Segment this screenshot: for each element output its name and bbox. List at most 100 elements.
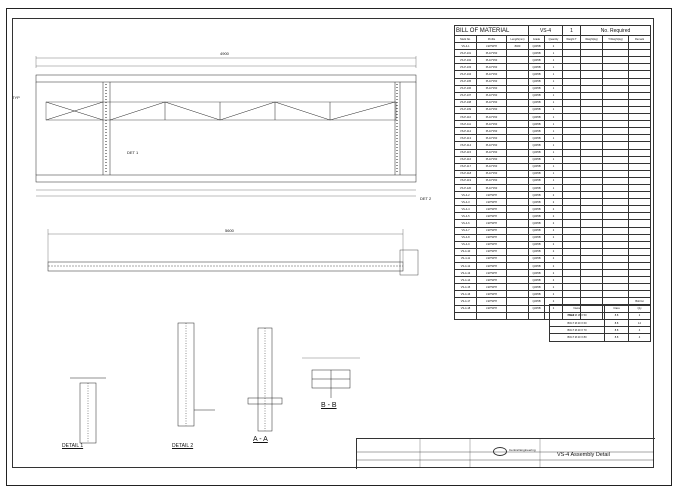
table-cell: Q235B <box>528 176 546 185</box>
table-cell <box>602 63 630 72</box>
table-cell: 1 <box>544 120 564 129</box>
table-cell: VS-P-110 <box>454 113 477 122</box>
table-cell: 2 <box>544 205 564 214</box>
table-cell <box>562 98 582 107</box>
table-cell <box>505 240 530 249</box>
table-cell <box>602 198 630 207</box>
table-cell <box>562 42 582 51</box>
table-cell: L90*90*8 <box>476 212 507 221</box>
table-cell <box>562 283 582 292</box>
table-cell <box>580 77 604 86</box>
table-cell <box>562 205 582 214</box>
table-cell: VS-4-5 <box>454 212 477 221</box>
table-cell <box>505 63 530 72</box>
table-cell: Q235B <box>528 233 546 242</box>
bom-assembly: VS-4 <box>528 25 564 36</box>
table-cell: Q235B <box>528 198 546 207</box>
table-cell <box>476 311 507 320</box>
table-cell <box>628 261 652 271</box>
table-cell <box>505 176 530 185</box>
table-cell: Q235B <box>528 148 546 157</box>
table-cell <box>628 191 652 200</box>
table-cell <box>602 127 630 136</box>
table-cell: 2 <box>544 283 564 292</box>
table-cell <box>628 269 652 278</box>
table-cell: VS-4-12 <box>454 261 477 271</box>
top-chord <box>35 74 417 83</box>
table-cell: Q235B <box>528 49 546 58</box>
table-cell <box>628 240 652 249</box>
table-cell <box>628 183 652 193</box>
table-cell: PL10*150 <box>476 98 507 107</box>
table-cell: VS-P-105 <box>454 77 477 86</box>
table-cell: VS-4-14 <box>454 276 477 285</box>
table-cell <box>505 233 530 242</box>
det1-callout: DET 1 <box>127 150 139 155</box>
table-cell: Q235B <box>528 162 546 171</box>
elevation-dimension: 5600 <box>225 228 234 233</box>
table-cell <box>628 247 652 256</box>
table-cell: PL10*150 <box>476 49 507 58</box>
table-cell: Q235B <box>528 297 546 306</box>
table-cell <box>628 176 652 185</box>
table-cell: 2 <box>544 42 564 51</box>
table-cell: BOLT M 20 X 70 <box>549 326 605 335</box>
table-cell: 1 <box>544 98 564 107</box>
table-cell <box>562 226 582 235</box>
table-cell: Q235B <box>528 226 546 235</box>
table-cell <box>562 261 582 271</box>
table-cell <box>602 141 630 150</box>
table-cell <box>562 70 582 79</box>
table-cell <box>628 141 652 150</box>
table-cell <box>505 98 530 107</box>
table-cell <box>580 226 604 235</box>
table-cell <box>628 70 652 79</box>
table-cell <box>602 84 630 93</box>
table-cell: 1 <box>544 77 564 86</box>
table-cell: 4 <box>628 333 651 342</box>
table-cell: Remark <box>628 34 652 44</box>
table-cell <box>580 98 604 107</box>
table-cell: Weight(kg) <box>580 34 604 44</box>
title-block: Central Engineering VS-4 Assembly Detail <box>356 438 655 469</box>
table-cell: VS-P-117 <box>454 162 477 171</box>
table-cell <box>602 219 630 228</box>
table-cell: 14 <box>628 318 651 328</box>
table-cell <box>505 127 530 136</box>
table-cell <box>562 63 582 72</box>
table-cell <box>562 105 582 115</box>
table-cell: 2 <box>544 247 564 256</box>
drawing-frame <box>12 18 654 468</box>
table-cell: Q235B <box>528 219 546 228</box>
table-cell <box>602 269 630 278</box>
table-cell <box>505 212 530 221</box>
table-cell <box>580 261 604 271</box>
table-cell: L90*90*8 <box>476 254 507 264</box>
table-cell <box>602 183 630 193</box>
table-cell <box>628 77 652 86</box>
table-cell: L90*90*8 <box>476 276 507 285</box>
table-cell: PL10*150 <box>476 56 507 65</box>
table-cell: 1 <box>544 56 564 65</box>
table-cell <box>602 91 630 100</box>
table-cell: Q235B <box>528 120 546 129</box>
table-cell: VS-P-111 <box>454 120 477 129</box>
table-cell <box>580 169 604 178</box>
table-cell: Length(mm) <box>505 34 530 44</box>
table-cell: 1 <box>544 63 564 72</box>
table-cell: Q235B <box>528 84 546 93</box>
table-cell: VS-4-4 <box>454 205 477 214</box>
table-cell: 1 <box>544 134 564 143</box>
table-cell <box>602 42 630 51</box>
